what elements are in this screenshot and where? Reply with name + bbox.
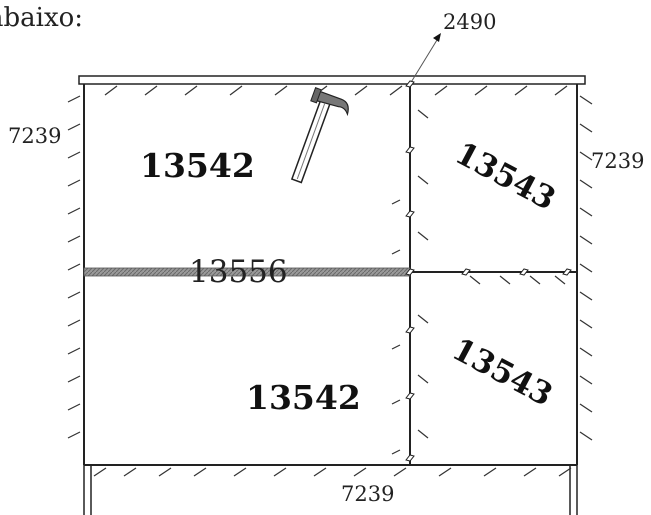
panel-bottom-right-label: 13543 (446, 331, 558, 413)
nail-mark (354, 85, 368, 96)
nail-mark (391, 449, 401, 455)
nail-mark (193, 467, 207, 477)
dowel-mark (405, 454, 415, 462)
nail-mark (417, 374, 429, 384)
nail-mark (469, 275, 481, 285)
nail-mark (579, 179, 593, 189)
nail-mark (67, 123, 81, 131)
nail-mark (579, 431, 593, 441)
ref-top-label: 2490 (443, 10, 496, 34)
nail-mark (274, 85, 288, 96)
nail-mark (391, 344, 401, 350)
caption-text: abaixo: (0, 3, 83, 33)
nail-mark (391, 399, 401, 405)
nail-mark (579, 375, 593, 385)
nail-mark (483, 467, 497, 477)
nail-mark (67, 375, 81, 383)
nail-mark (474, 85, 488, 96)
nail-mark (417, 231, 429, 241)
nail-mark (67, 235, 81, 243)
nail-marks (67, 85, 593, 477)
nail-mark (313, 467, 327, 477)
nail-mark (229, 85, 243, 96)
nail-mark (67, 291, 81, 299)
nail-mark (67, 95, 81, 103)
dowel-mark (405, 268, 415, 276)
nail-mark (417, 109, 429, 119)
nail-mark (67, 179, 81, 187)
dowel-mark (562, 268, 572, 276)
nail-mark (67, 151, 81, 159)
dowel-mark (405, 210, 415, 218)
nail-mark (391, 249, 401, 255)
nail-mark (353, 467, 367, 477)
dowel-mark (519, 268, 529, 276)
nail-mark (579, 291, 593, 301)
nail-mark (579, 123, 593, 133)
nail-mark (123, 467, 137, 477)
nail-mark (67, 347, 81, 355)
nail-mark (273, 467, 287, 477)
nail-mark (558, 467, 572, 477)
arrow-icon (433, 33, 441, 42)
ref-bottom-label: 7239 (341, 482, 394, 506)
nail-mark (579, 235, 593, 245)
nail-mark (389, 85, 403, 96)
dowel-mark (405, 326, 415, 334)
nail-mark (67, 207, 81, 215)
nail-mark (529, 275, 541, 285)
nail-mark (104, 85, 118, 96)
nail-mark (417, 175, 429, 185)
hammer-icon (290, 87, 349, 184)
nail-mark (554, 275, 566, 285)
nail-mark (579, 95, 593, 105)
nail-mark (499, 275, 511, 285)
nail-mark (391, 199, 401, 205)
dowel-mark (405, 146, 415, 154)
nail-mark (67, 431, 81, 439)
beam-label: 13556 (189, 254, 288, 290)
nail-mark (233, 467, 247, 477)
dowel-mark (405, 80, 415, 88)
nail-mark (523, 467, 537, 477)
nail-mark (144, 85, 158, 96)
panel-top-right-label: 13543 (449, 135, 561, 217)
dowel-mark (461, 268, 471, 276)
panel-bottom-left-label: 13542 (246, 378, 361, 417)
nail-mark (393, 467, 407, 477)
ref-right-label: 7239 (591, 149, 644, 173)
nail-mark (579, 403, 593, 413)
nail-mark (514, 85, 528, 96)
nail-mark (579, 207, 593, 217)
top-board (78, 75, 586, 85)
ref-left-label: 7239 (8, 124, 61, 148)
dowel-mark (405, 392, 415, 400)
leader-line (409, 39, 438, 85)
nail-mark (158, 467, 172, 477)
nail-mark (434, 85, 448, 96)
nail-mark (417, 314, 429, 324)
nail-mark (67, 263, 81, 271)
nail-mark (579, 263, 593, 273)
nail-mark (417, 429, 429, 439)
nail-mark (67, 403, 81, 411)
dowel-marks (405, 80, 572, 462)
nail-mark (579, 319, 593, 329)
nail-mark (438, 467, 452, 477)
panel-top-left-label: 13542 (140, 146, 255, 185)
nail-mark (184, 85, 198, 96)
nail-mark (554, 85, 568, 96)
nail-mark (579, 151, 593, 161)
nail-mark (579, 347, 593, 357)
nail-mark (93, 467, 107, 477)
nail-mark (67, 319, 81, 327)
